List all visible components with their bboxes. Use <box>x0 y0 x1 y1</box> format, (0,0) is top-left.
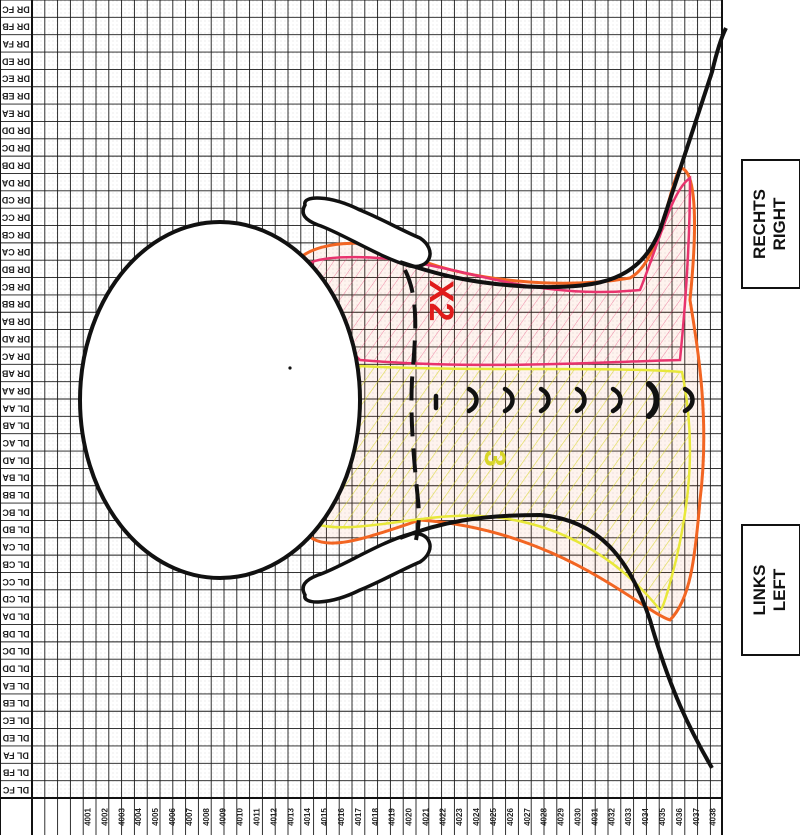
column-label: 4022 <box>438 808 447 826</box>
row-label: DL BC <box>2 507 30 517</box>
head-dot <box>288 366 291 369</box>
row-label: DR AD <box>1 334 30 344</box>
column-label: 4021 <box>421 808 430 826</box>
row-label: DL DB <box>2 629 30 639</box>
row-label: DL AB <box>2 421 30 431</box>
column-label: 4031 <box>590 808 599 826</box>
left-label-german: LINKS <box>750 565 769 616</box>
row-label: DR BC <box>1 282 30 292</box>
row-label: DR AA <box>1 386 30 396</box>
column-label: 4028 <box>540 808 549 826</box>
row-label: DL AA <box>2 403 30 413</box>
row-label: DL BB <box>2 490 30 500</box>
column-label: 4020 <box>405 808 414 826</box>
column-label: 4011 <box>253 808 262 826</box>
column-label: 4030 <box>574 808 583 826</box>
column-label: 4004 <box>134 808 143 826</box>
row-label: DL BD <box>2 525 30 535</box>
column-label: 4016 <box>337 808 346 826</box>
right-label-german: RECHTS <box>750 189 769 259</box>
row-label: DR CD <box>1 195 30 205</box>
head-outline <box>80 222 360 578</box>
column-label: 4037 <box>692 808 701 826</box>
column-label: 4018 <box>371 808 380 826</box>
column-label: 4026 <box>506 808 515 826</box>
column-label: 4023 <box>455 808 464 826</box>
row-label: DR BD <box>1 265 30 275</box>
row-label: DR ED <box>2 56 31 66</box>
row-label: DL DD <box>2 664 30 674</box>
column-label: 4003 <box>117 808 126 826</box>
row-label: DR FB <box>2 22 30 32</box>
row-label: DR EA <box>2 108 31 118</box>
row-label: DL CD <box>2 594 30 604</box>
column-label: 4015 <box>320 808 329 826</box>
column-label: 4025 <box>489 808 498 826</box>
row-label: DL EA <box>2 681 29 691</box>
row-label: DL FB <box>2 768 29 778</box>
row-label: DL FC <box>2 785 29 795</box>
row-label: DR BA <box>1 317 30 327</box>
red-annotation-mark: X2 <box>422 280 460 322</box>
row-label: DL AD <box>2 455 30 465</box>
row-label: DL EB <box>2 698 29 708</box>
row-label: DR AC <box>1 351 30 361</box>
row-label: DL DC <box>2 646 30 656</box>
column-label: 4001 <box>84 808 93 826</box>
column-label: 4009 <box>219 808 228 826</box>
row-label: DR AB <box>1 369 30 379</box>
column-label-strip: 4001 4002 4003 4004 4005 4006 4007 4008 4009 4010… <box>84 808 718 826</box>
column-label: 4024 <box>472 808 481 826</box>
column-label: 4032 <box>607 808 616 826</box>
column-label: 4008 <box>202 808 211 826</box>
column-label: 4033 <box>624 808 633 826</box>
column-label: 4036 <box>675 808 684 826</box>
row-label: DL EC <box>2 716 29 726</box>
column-label: 4034 <box>641 808 650 826</box>
row-label: DR CC <box>1 212 30 222</box>
column-label: 4017 <box>354 808 363 826</box>
row-label: DR DB <box>1 160 30 170</box>
row-label: DL ED <box>2 733 29 743</box>
row-label: DR DA <box>1 178 30 188</box>
row-label: DR EC <box>2 74 31 84</box>
left-label-english: LEFT <box>770 568 789 611</box>
column-label: 4006 <box>168 808 177 826</box>
row-label: DR FA <box>2 39 30 49</box>
column-label: 4010 <box>236 808 245 826</box>
right-label-english: RIGHT <box>770 197 789 251</box>
column-label: 4019 <box>388 808 397 826</box>
column-label: 4038 <box>709 808 718 826</box>
row-label: DR EB <box>2 91 31 101</box>
row-label: DR BB <box>1 299 30 309</box>
row-label: DL BA <box>2 473 30 483</box>
column-label: 4035 <box>658 808 667 826</box>
yellow-annotation-mark: 3 <box>478 450 511 467</box>
column-label: 4012 <box>269 808 278 826</box>
column-label: 4002 <box>100 808 109 826</box>
row-label: DR DC <box>1 143 30 153</box>
row-label: DR DD <box>1 126 30 136</box>
column-label: 4029 <box>557 808 566 826</box>
row-label: DR CA <box>1 247 30 257</box>
row-label: DL CB <box>2 559 30 569</box>
row-label: DR FC <box>2 4 30 14</box>
row-label: DL CA <box>2 542 30 552</box>
column-label: 4027 <box>523 808 532 826</box>
row-label: DL FA <box>3 750 29 760</box>
column-label: 4005 <box>151 808 160 826</box>
row-label: DL DA <box>2 611 30 621</box>
row-label: DL CC <box>2 577 30 587</box>
column-label: 4007 <box>185 808 194 826</box>
row-label: DL AC <box>2 438 30 448</box>
column-label: 4014 <box>303 808 312 826</box>
column-label: 4013 <box>286 808 295 826</box>
row-label: DR CB <box>1 230 30 240</box>
